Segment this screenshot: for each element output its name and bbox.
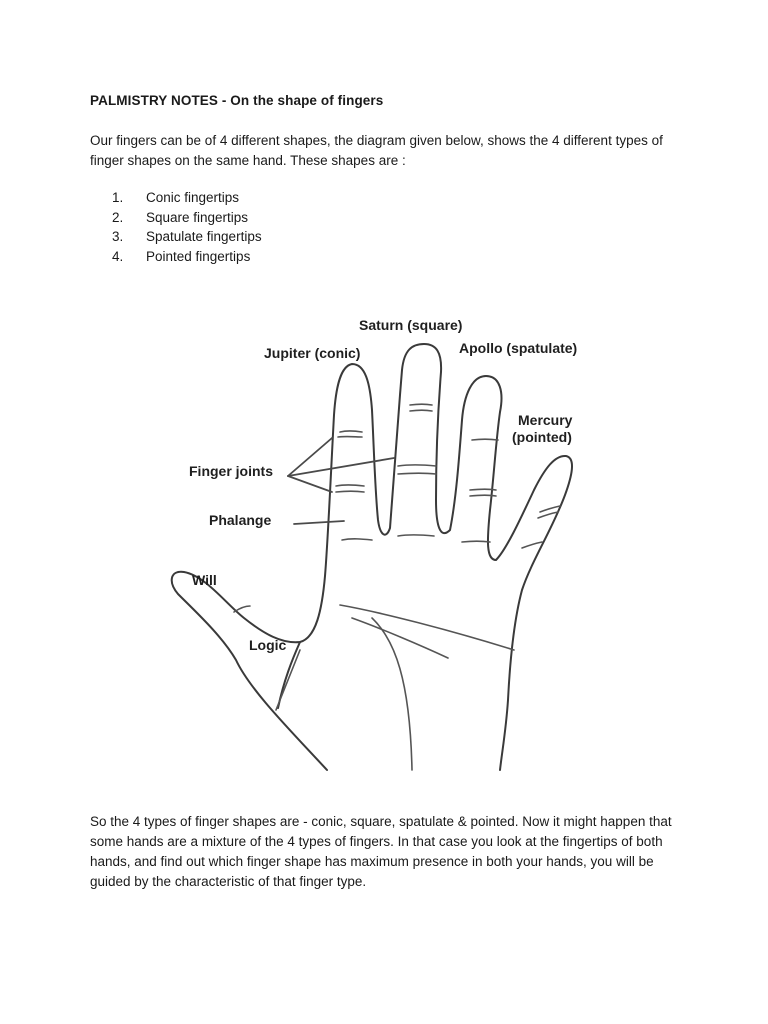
finger-joint-creases	[233, 403, 561, 613]
finger-shape-list: 1.Conic fingertips 2.Square fingertips 3…	[90, 188, 262, 267]
label-logic: Logic	[249, 637, 287, 653]
page-title: PALMISTRY NOTES - On the shape of finger…	[90, 93, 384, 108]
hand-outline	[170, 343, 573, 771]
label-mercury-type: (pointed)	[512, 429, 572, 445]
pointer-lines	[287, 437, 395, 525]
palm-lines	[275, 604, 515, 771]
conclusion-paragraph: So the 4 types of finger shapes are - co…	[90, 814, 672, 889]
list-item: 2.Square fingertips	[112, 209, 249, 225]
list-item: 4.Pointed fingertips	[112, 249, 251, 265]
label-phalange: Phalange	[209, 512, 271, 528]
label-mercury: Mercury	[518, 412, 573, 428]
list-item: 3.Spatulate fingertips	[112, 229, 262, 245]
label-will: Will	[192, 572, 217, 588]
label-apollo: Apollo (spatulate)	[459, 340, 577, 356]
label-jupiter: Jupiter (conic)	[264, 345, 360, 361]
label-saturn: Saturn (square)	[359, 317, 462, 333]
thumb-inner-line	[277, 641, 301, 709]
intro-paragraph: Our fingers can be of 4 different shapes…	[90, 133, 663, 168]
label-finger-joints: Finger joints	[189, 463, 273, 479]
list-item: 1.Conic fingertips	[112, 190, 240, 205]
